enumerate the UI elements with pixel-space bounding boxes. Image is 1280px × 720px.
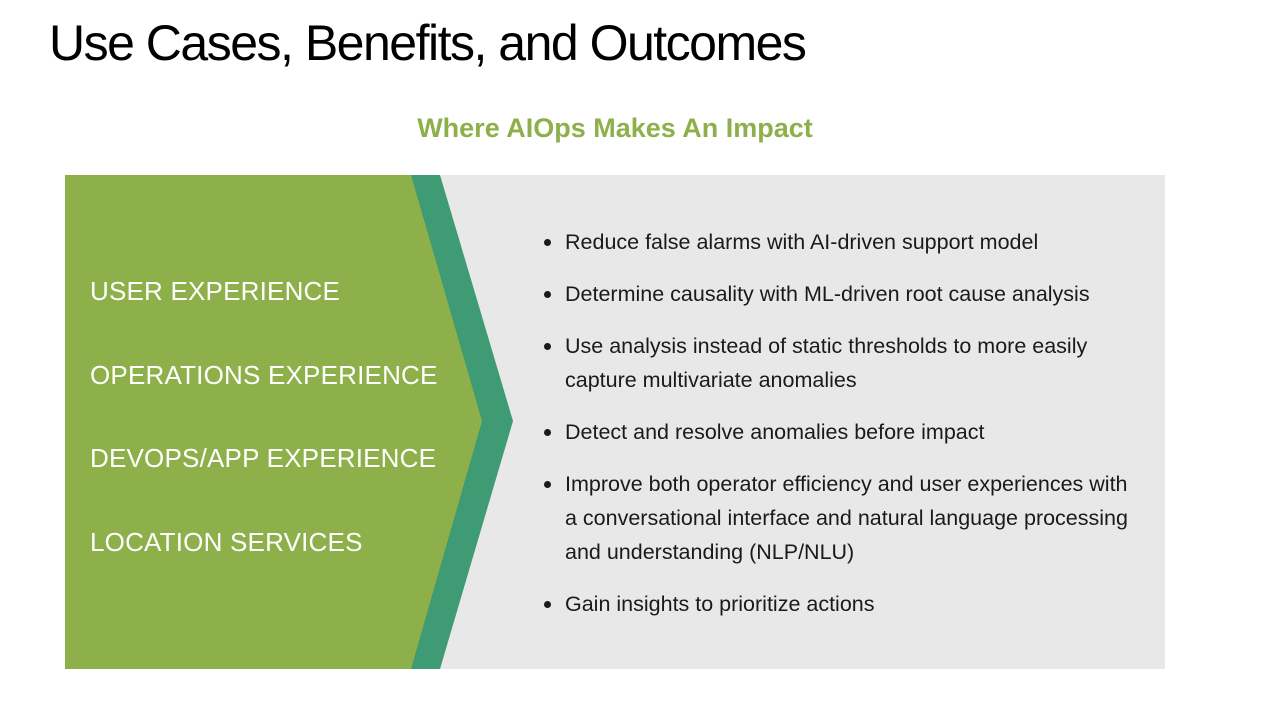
benefit-item: Gain insights to prioritize actions (542, 587, 1142, 621)
benefits-panel (430, 175, 1165, 669)
area-user-experience: USER EXPERIENCE (90, 276, 341, 306)
impact-areas: USER EXPERIENCE OPERATIONS EXPERIENCE DE… (90, 276, 438, 610)
area-operations-experience: OPERATIONS EXPERIENCE (90, 359, 438, 390)
benefits-list: Reduce false alarms with AI-driven suppo… (542, 225, 1142, 639)
benefit-item: Improve both operator efficiency and use… (542, 467, 1142, 569)
diagram-heading: Where AIOps Makes An Impact (417, 113, 813, 143)
area-location-services: LOCATION SERVICES (90, 526, 363, 557)
area-devops-app-experience: DEVOPS/APP EXPERIENCE (90, 443, 437, 473)
benefit-item: Determine causality with ML-driven root … (542, 277, 1142, 311)
benefit-item: Use analysis instead of static threshold… (542, 329, 1142, 397)
slide-title: Use Cases, Benefits, and Outcomes (49, 15, 807, 71)
benefit-item: Detect and resolve anomalies before impa… (542, 415, 1142, 449)
benefit-item: Reduce false alarms with AI-driven suppo… (542, 225, 1142, 259)
green-panel (65, 175, 482, 669)
